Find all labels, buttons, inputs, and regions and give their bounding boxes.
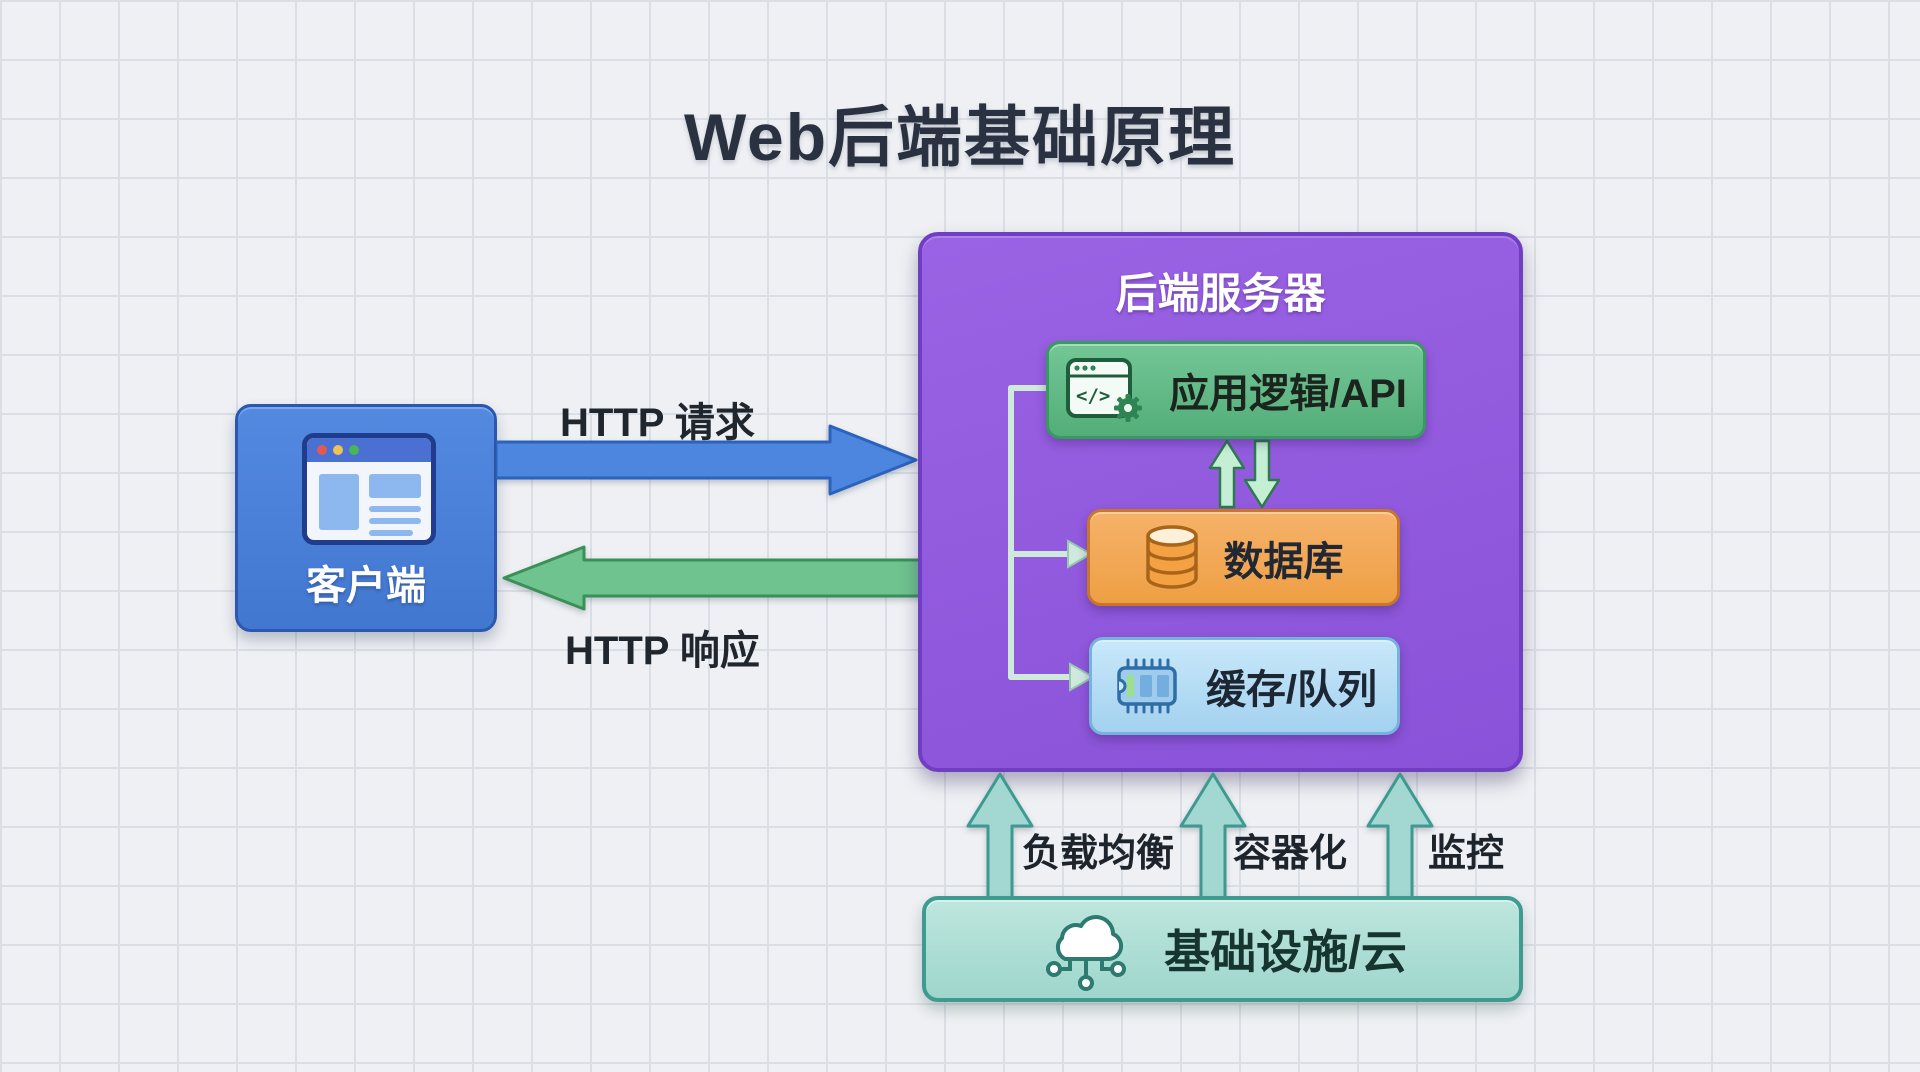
database-component-box: 数据库 — [1087, 509, 1400, 606]
window-close-dot — [317, 445, 327, 455]
http-request-arrow — [496, 424, 918, 496]
infrastructure-label: 基础设施/云 — [1164, 926, 1407, 978]
backend-server-box: 后端服务器 </> — [918, 232, 1523, 772]
cache-component-label: 缓存/队列 — [1205, 668, 1378, 712]
browser-titlebar — [307, 438, 431, 462]
load-balancing-arrow — [966, 772, 1034, 898]
infrastructure-box: 基础设施/云 — [922, 896, 1523, 1002]
api-component-label: 应用逻辑/API — [1169, 372, 1407, 416]
page-title: Web后端基础原理 — [683, 100, 1237, 174]
http-response-label: HTTP 响应 — [565, 629, 760, 673]
cloud-network-icon — [1046, 915, 1127, 991]
server-connector-lines — [1008, 385, 1281, 692]
client-box: 客户端 — [235, 404, 497, 632]
db-to-api-up-arrow — [1208, 439, 1246, 509]
branch-arrowhead-db — [1067, 539, 1094, 569]
backend-server-title: 后端服务器 — [1115, 270, 1326, 317]
browser-content — [307, 462, 431, 540]
api-to-db-down-arrow — [1243, 439, 1281, 509]
window-maximize-dot — [349, 445, 359, 455]
cache-component-box: 缓存/队列 — [1089, 637, 1400, 735]
code-window-gear-icon: </> — [1066, 358, 1143, 422]
monitoring-label: 监控 — [1428, 833, 1505, 875]
code-glyph: </> — [1076, 385, 1110, 407]
branch-arrowhead-cache — [1069, 662, 1096, 692]
http-request-label: HTTP 请求 — [560, 401, 755, 445]
gear-icon — [1114, 394, 1143, 422]
http-response-arrow — [502, 545, 922, 611]
monitoring-arrow — [1366, 772, 1434, 898]
client-label: 客户端 — [306, 564, 426, 608]
api-component-box: </> 应用逻辑/API — [1046, 341, 1426, 439]
window-minimize-dot — [333, 445, 343, 455]
memory-chip-icon — [1117, 658, 1177, 714]
load-balancing-label: 负载均衡 — [1022, 833, 1175, 875]
containerization-label: 容器化 — [1233, 833, 1348, 875]
containerization-arrow — [1179, 772, 1247, 898]
browser-window-icon — [302, 433, 436, 545]
database-icon — [1145, 524, 1198, 589]
database-component-label: 数据库 — [1223, 539, 1344, 584]
